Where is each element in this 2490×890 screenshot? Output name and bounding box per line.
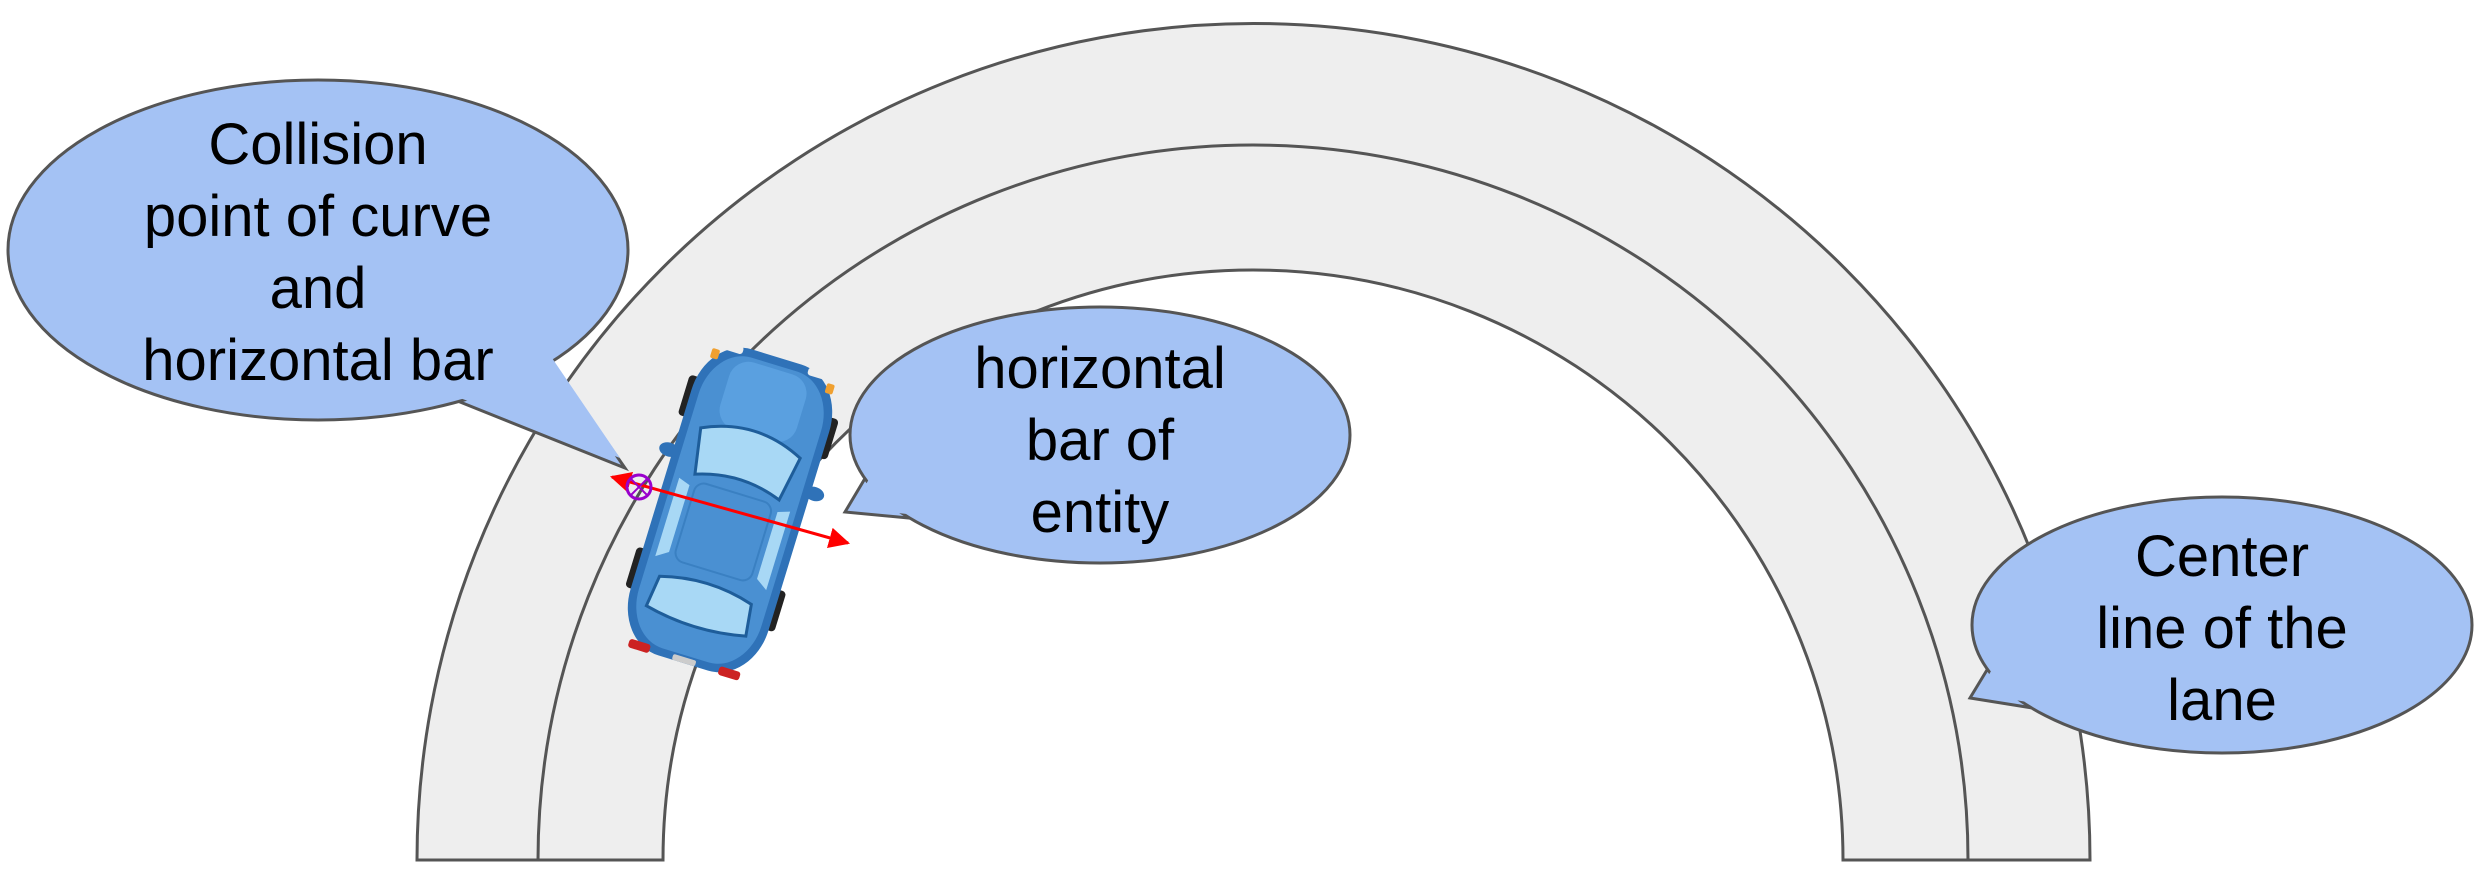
- callout-center-line-bubble: [1970, 495, 2474, 755]
- callout-collision-line-2: point of curve: [144, 184, 492, 249]
- callout-collision-line-3: and: [270, 256, 367, 321]
- callout-horizontal-bar-bubble: [848, 305, 1352, 565]
- callout-collision-point: Collision point of curve and horizontal …: [6, 78, 630, 472]
- callout-horizontal-bar-line-2: bar of: [1026, 408, 1175, 473]
- callout-center-line-line-2: line of the: [2096, 596, 2348, 661]
- callout-center-line-line-3: lane: [2167, 668, 2277, 733]
- callout-collision-line-1: Collision: [208, 112, 427, 177]
- collision-circle-icon: [625, 473, 653, 501]
- callout-center-line: Center line of the lane: [1967, 495, 2474, 755]
- callout-horizontal-bar-line-1: horizontal: [974, 336, 1225, 401]
- callout-center-line-line-1: Center: [2135, 524, 2309, 589]
- callout-collision-line-4: horizontal bar: [142, 328, 493, 393]
- callout-horizontal-bar: horizontal bar of entity: [842, 305, 1352, 565]
- callout-collision-bubble: [6, 78, 630, 422]
- callout-horizontal-bar-line-3: entity: [1031, 480, 1170, 545]
